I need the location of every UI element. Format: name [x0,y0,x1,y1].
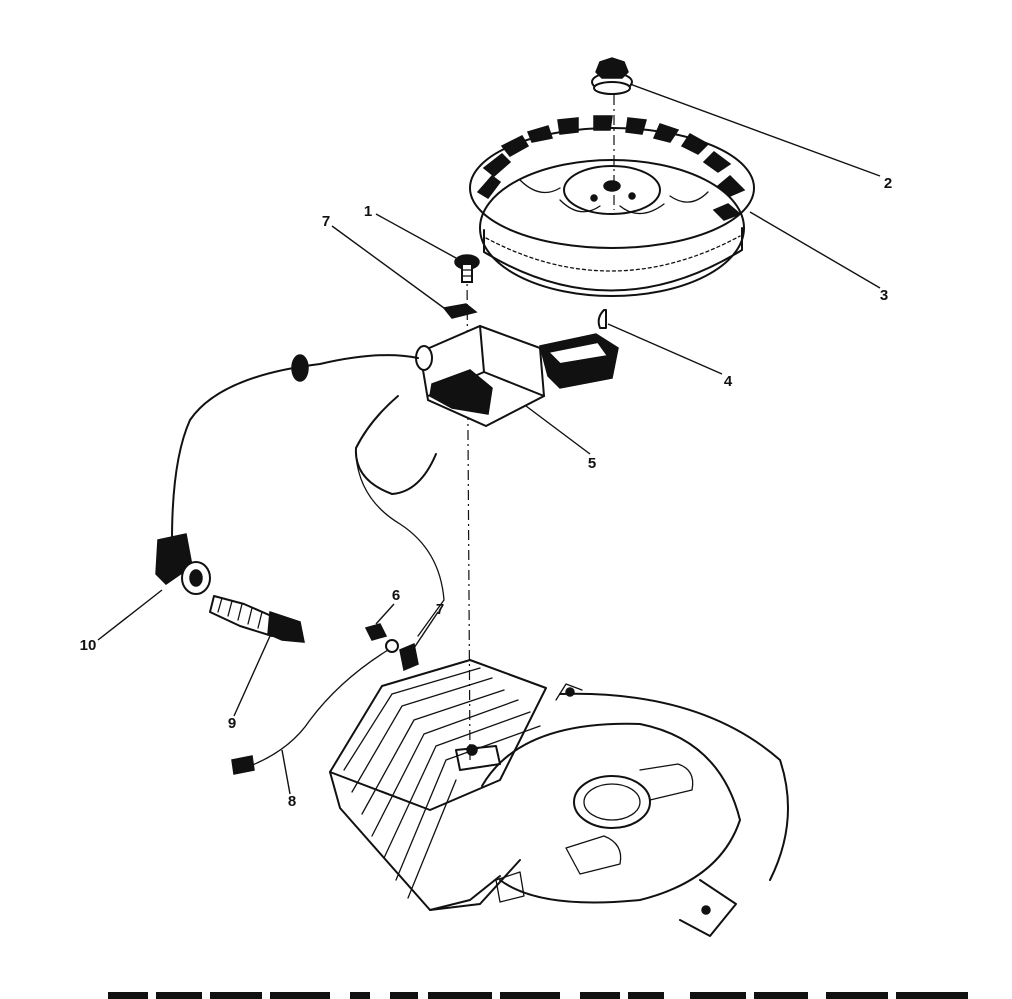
ground-screw [364,623,388,641]
callout-4: 4 [724,373,733,390]
engine-block [329,659,547,911]
ground-terminal [399,642,419,672]
callout-2: 2 [884,175,892,192]
callout-7-upper: 7 [322,213,330,230]
flywheel-key [597,309,607,329]
spark-plug [209,595,305,643]
coil-ground-wire [354,395,445,637]
callout-3: 3 [880,287,888,304]
stop-wire [231,639,399,775]
flywheel-nut [591,57,633,95]
ground-clip [442,303,478,319]
coil-screw [454,254,480,283]
callout-1: 1 [364,203,372,220]
callout-10: 10 [80,637,97,654]
callout-9: 9 [228,715,236,732]
cropped-caption-band [108,992,968,999]
callout-6: 6 [392,587,400,604]
ignition-module [415,324,619,428]
callout-labels: 1 2 3 4 5 6 7 7 8 9 10 [80,175,893,810]
spark-plug-boot [155,533,211,595]
high-tension-lead [171,354,419,541]
flywheel [469,115,755,297]
callout-7-lower: 7 [436,601,444,618]
callout-5: 5 [588,455,596,472]
crankcase-housing [481,683,789,937]
callout-8: 8 [288,793,296,810]
leader-lines [97,83,881,795]
